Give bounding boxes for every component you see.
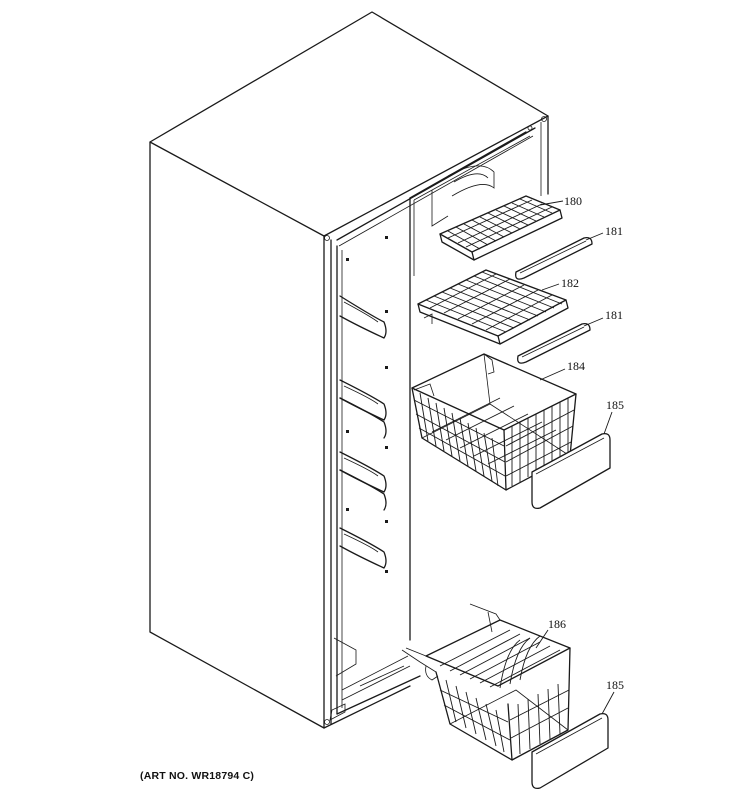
leader-180 <box>539 200 564 206</box>
art-number: (ART NO. WR18794 C) <box>140 770 255 782</box>
part-186-wire-basket <box>401 603 571 761</box>
shelf-support-2 <box>339 379 387 439</box>
shelf-support-4 <box>339 527 387 569</box>
part-180-wire-shelf <box>439 195 563 261</box>
shelf-supports <box>339 236 388 573</box>
leader-182 <box>541 283 560 291</box>
shelf-support-3 <box>339 451 387 511</box>
callout-184: 184 <box>567 359 585 373</box>
part-185-basket-front-lower <box>531 712 609 790</box>
part-181-shelf-trim-lower <box>517 322 591 364</box>
callout-181-lower: 181 <box>605 308 623 322</box>
leader-186 <box>535 629 549 649</box>
callout-185-upper: 185 <box>606 398 624 412</box>
leader-181-upper <box>585 232 604 241</box>
leader-181-lower <box>583 317 604 327</box>
callout-181-upper: 181 <box>605 224 623 238</box>
leader-185-upper <box>603 411 613 435</box>
callout-185-lower: 185 <box>606 678 624 692</box>
freezer-cabinet <box>149 11 549 729</box>
shelf-support-1 <box>339 295 387 339</box>
leader-184 <box>539 368 566 381</box>
callout-186: 186 <box>548 617 566 631</box>
callout-182: 182 <box>561 276 579 290</box>
callout-180: 180 <box>564 194 582 208</box>
part-182-wire-shelf <box>417 269 569 345</box>
part-185-basket-front-upper <box>531 432 611 510</box>
part-181-shelf-trim-upper <box>515 236 593 280</box>
part-184-wire-basket <box>411 353 577 491</box>
leader-185-lower <box>601 691 615 715</box>
